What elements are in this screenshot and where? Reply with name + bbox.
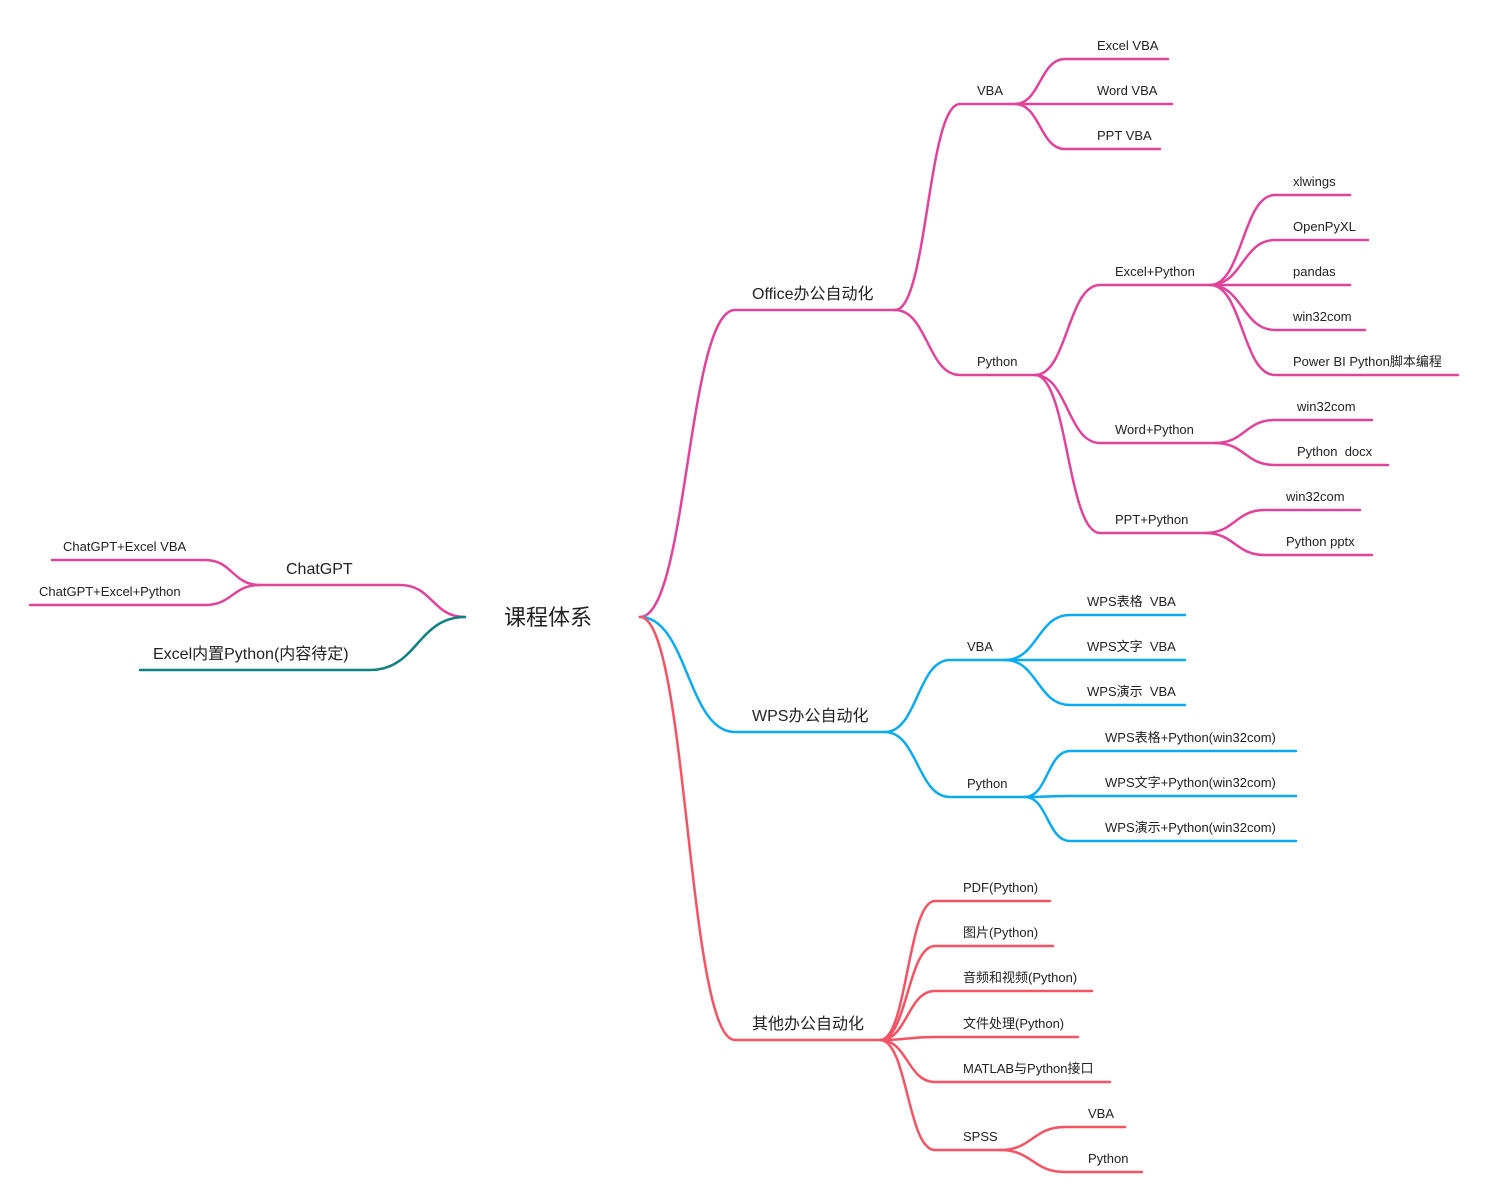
connector-line <box>1013 102 1162 151</box>
node-office-vba[interactable]: VBA <box>977 83 1003 98</box>
node-spss[interactable]: SPSS <box>963 1129 998 1144</box>
connector-line <box>878 1035 1080 1042</box>
leaf-wps-vba[interactable]: WPS文字 VBA <box>1087 639 1176 654</box>
connector-line <box>1203 531 1374 557</box>
branch-wps[interactable]: WPS办公自动化 <box>752 707 868 725</box>
connector-line <box>638 308 897 619</box>
leaf-wps-python[interactable]: WPS演示+Python(win32com) <box>1105 820 1276 835</box>
leaf-spss[interactable]: VBA <box>1088 1106 1114 1121</box>
leaf-chatgpt[interactable]: ChatGPT+Excel VBA <box>63 539 187 554</box>
leaf-wps-python[interactable]: WPS表格+Python(win32com) <box>1105 730 1276 745</box>
connector-line <box>1213 441 1390 467</box>
connector-line <box>1003 613 1187 662</box>
connector-line <box>638 615 882 1042</box>
connector-line <box>1013 57 1170 106</box>
connector-line <box>883 730 1027 799</box>
connector-line <box>1208 238 1370 287</box>
leaf-other[interactable]: MATLAB与Python接口 <box>963 1061 1094 1076</box>
leaf-wps-vba[interactable]: WPS表格 VBA <box>1087 594 1176 609</box>
leaf-chatgpt[interactable]: ChatGPT+Excel+Python <box>39 584 181 599</box>
leaf-excel-python[interactable]: xlwings <box>1293 174 1336 189</box>
leaf-wps-vba[interactable]: WPS演示 VBA <box>1087 684 1176 699</box>
connector-line <box>878 989 1094 1042</box>
leaf-other[interactable]: 音频和视频(Python) <box>963 970 1077 985</box>
node-office-python[interactable]: Python <box>977 354 1017 369</box>
leaf-office-vba[interactable]: Excel VBA <box>1097 38 1159 53</box>
branch-office[interactable]: Office办公自动化 <box>752 285 874 303</box>
connector-line <box>1003 658 1187 707</box>
connector-line <box>1023 749 1298 799</box>
connector-line <box>883 658 1007 734</box>
connector-line <box>1033 373 1217 445</box>
leaf-ppt-python[interactable]: Python pptx <box>1286 534 1355 549</box>
connector-line <box>893 102 1017 312</box>
connector-line <box>1023 795 1298 843</box>
connector-line <box>50 558 262 587</box>
branch-excel-builtin[interactable]: Excel内置Python(内容待定) <box>153 645 349 663</box>
connector-line <box>878 944 1055 1042</box>
leaf-excel-python[interactable]: pandas <box>1293 264 1336 279</box>
leaf-other[interactable]: 文件处理(Python) <box>963 1016 1064 1031</box>
root-topic[interactable]: 课程体系 <box>504 605 592 630</box>
leaf-office-vba[interactable]: PPT VBA <box>1097 128 1152 143</box>
leaf-excel-python[interactable]: win32com <box>1292 309 1352 324</box>
connector-line <box>893 308 1037 377</box>
connector-line <box>1033 373 1207 535</box>
node-wps-vba[interactable]: VBA <box>967 639 993 654</box>
leaf-word-python[interactable]: Python docx <box>1297 444 1373 459</box>
branch-other[interactable]: 其他办公自动化 <box>752 1015 864 1033</box>
branch-chatgpt[interactable]: ChatGPT <box>286 561 353 578</box>
leaf-excel-python[interactable]: Power BI Python脚本编程 <box>1293 354 1442 369</box>
connector-line <box>638 615 887 734</box>
leaf-other[interactable]: 图片(Python) <box>963 925 1038 940</box>
connector-line <box>878 1038 1002 1152</box>
connector-line <box>998 1125 1127 1152</box>
leaf-word-python[interactable]: win32com <box>1296 399 1356 414</box>
connector-line <box>878 1038 1112 1084</box>
leaf-ppt-python[interactable]: win32com <box>1285 489 1345 504</box>
connector-line <box>28 583 262 607</box>
leaf-wps-python[interactable]: WPS文字+Python(win32com) <box>1105 775 1276 790</box>
leaf-excel-python[interactable]: OpenPyXL <box>1293 219 1356 234</box>
connector-line <box>1023 794 1298 799</box>
leaf-office-vba[interactable]: Word VBA <box>1097 83 1158 98</box>
connector-line <box>138 615 467 672</box>
node-ppt-python[interactable]: PPT+Python <box>1115 512 1188 527</box>
connector-line <box>1213 418 1374 445</box>
node-wps-python[interactable]: Python <box>967 776 1007 791</box>
connector-line <box>998 1148 1144 1174</box>
connector-line <box>1208 193 1352 287</box>
connector-line <box>1033 283 1212 377</box>
connector-line <box>258 583 467 619</box>
connector-line <box>1208 283 1460 377</box>
leaf-other[interactable]: PDF(Python) <box>963 880 1038 895</box>
node-excel-python[interactable]: Excel+Python <box>1115 264 1195 279</box>
connector-line <box>1208 283 1367 332</box>
connector-line <box>878 899 1052 1042</box>
node-word-python[interactable]: Word+Python <box>1115 422 1194 437</box>
connector-line <box>1203 508 1362 535</box>
leaf-spss[interactable]: Python <box>1088 1151 1128 1166</box>
